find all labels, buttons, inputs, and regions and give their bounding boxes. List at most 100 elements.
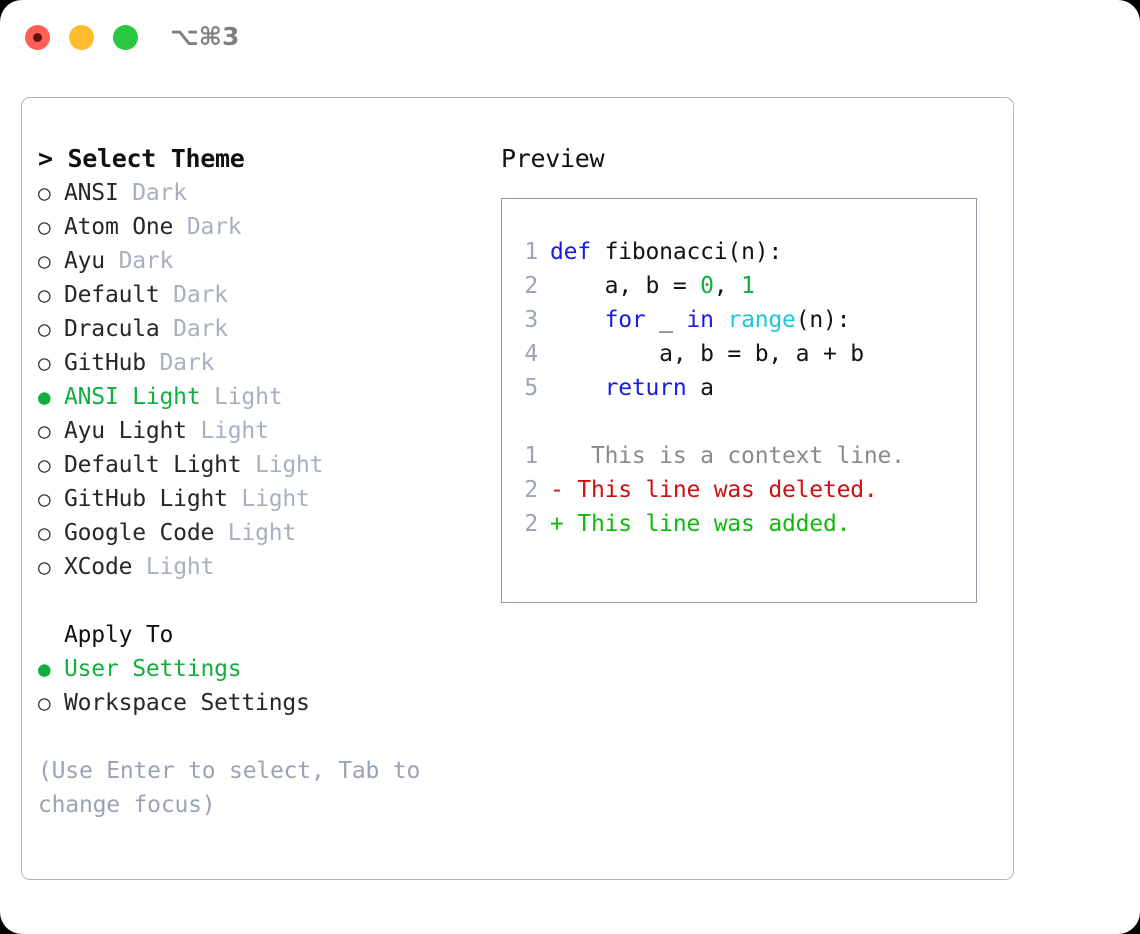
theme-option-name: Dracula — [64, 316, 160, 342]
theme-option-dracula[interactable]: ○ Dracula Dark — [38, 312, 478, 346]
code-token: 1 — [741, 273, 755, 299]
select-theme-header: > Select Theme — [38, 144, 245, 173]
line-number: 3 — [524, 307, 538, 333]
code-line: 4 a, b = b, a + b — [514, 337, 972, 371]
minimize-button[interactable] — [69, 25, 94, 50]
radio-unselected-icon: ○ — [38, 453, 51, 477]
radio-selected-icon: ● — [38, 657, 51, 681]
apply-to-option-name: User Settings — [64, 656, 242, 682]
code-line: 3 for _ in range(n): — [514, 303, 972, 337]
theme-option-name: ANSI — [64, 180, 119, 206]
code-token: _ — [645, 307, 687, 333]
diff-sample: 1 This is a context line. 2 - This line wa… — [514, 439, 972, 541]
code-token: in — [686, 307, 714, 333]
theme-option-name: GitHub — [64, 350, 146, 376]
theme-option-ansi-light[interactable]: ●ANSI Light Light — [38, 380, 478, 414]
apply-to-option-workspace-settings[interactable]: ○ Workspace Settings — [38, 686, 478, 720]
diff-line: 1 This is a context line. — [514, 439, 972, 473]
theme-option-kind: Light — [214, 520, 297, 546]
window-controls — [25, 25, 138, 50]
code-token: def — [550, 239, 605, 265]
theme-option-default-light[interactable]: ○Default Light Light — [38, 448, 478, 482]
theme-option-kind: Light — [132, 554, 215, 580]
theme-option-kind: Light — [227, 486, 310, 512]
maximize-button[interactable] — [113, 25, 138, 50]
line-number: 2 — [524, 477, 538, 503]
line-number: 4 — [524, 341, 538, 367]
line-number: 1 — [524, 443, 538, 469]
code-line: 2 a, b = 0, 1 — [514, 269, 972, 303]
code-token — [550, 375, 605, 401]
theme-option-github[interactable]: ○GitHub Dark — [38, 346, 478, 380]
code-token: , — [713, 273, 742, 299]
code-line: 1 def fibonacci(n): — [514, 235, 972, 269]
theme-option-kind: Dark — [159, 316, 228, 342]
close-button[interactable] — [25, 25, 50, 50]
radio-unselected-icon: ○ — [38, 487, 51, 511]
main-panel: > Select Theme ○ANSI Dark○Atom One Dark○… — [21, 97, 1014, 880]
theme-option-name: Atom One — [64, 214, 174, 240]
radio-unselected-icon: ○ — [38, 351, 51, 375]
code-token: return — [604, 375, 687, 401]
code-token: range — [727, 307, 796, 333]
diff-line-text: This is a context line. — [550, 443, 905, 469]
diff-line-text: - This line was deleted. — [550, 477, 878, 503]
radio-unselected-icon: ○ — [38, 283, 51, 307]
theme-option-name: Ayu — [64, 248, 105, 274]
theme-option-kind: Dark — [173, 214, 242, 240]
theme-option-name: Google Code — [64, 520, 215, 546]
radio-unselected-icon: ○ — [38, 521, 51, 545]
theme-option-list[interactable]: ○ANSI Dark○Atom One Dark○Ayu Dark○Defaul… — [38, 176, 478, 584]
list-spacer — [38, 584, 478, 618]
diff-line-text: + This line was added. — [550, 511, 851, 537]
code-token: a, b = — [550, 273, 701, 299]
radio-unselected-icon: ○ — [38, 249, 51, 273]
theme-option-xcode[interactable]: ○ XCode Light — [38, 550, 478, 584]
theme-option-name: GitHub Light — [64, 486, 228, 512]
code-line: 5 return a — [514, 371, 972, 405]
line-number: 1 — [524, 239, 538, 265]
title-bar: ⌥⌘3 — [0, 0, 1140, 78]
keyboard-hint-text: (Use Enter to select, Tab to change focu… — [38, 758, 421, 818]
keyboard-shortcut-label: ⌥⌘3 — [170, 22, 240, 51]
theme-option-github-light[interactable]: ○ GitHub Light Light — [38, 482, 478, 516]
code-token: 0 — [700, 273, 714, 299]
code-token: a, b = b, a + b — [550, 341, 864, 367]
theme-option-name: XCode — [64, 554, 133, 580]
diff-line: 2 - This line was deleted. — [514, 473, 972, 507]
theme-option-atom-one[interactable]: ○ Atom One Dark — [38, 210, 478, 244]
theme-option-kind: Dark — [104, 248, 174, 274]
apply-to-option-user-settings[interactable]: ● User Settings — [38, 652, 478, 686]
code-token: (n): — [795, 307, 851, 333]
diff-line: 2+ This line was added. — [514, 507, 972, 541]
theme-option-kind: Light — [200, 384, 283, 410]
theme-option-ansi[interactable]: ○ ANSI Dark — [38, 176, 478, 210]
apply-to-option-list[interactable]: ● User Settings ○ Workspace Settings — [38, 652, 478, 720]
radio-unselected-icon: ○ — [38, 691, 51, 715]
theme-option-ayu[interactable]: ○ Ayu Dark — [38, 244, 478, 278]
theme-option-name: Default Light — [64, 452, 242, 478]
apply-to-header: Apply To — [64, 622, 174, 648]
radio-unselected-icon: ○ — [38, 215, 51, 239]
theme-option-name: Ayu Light — [64, 418, 187, 444]
preview-header: Preview — [501, 144, 605, 173]
theme-option-google-code[interactable]: ○ Google Code Light — [38, 516, 478, 550]
code-token — [714, 307, 728, 333]
radio-selected-icon: ● — [38, 385, 51, 409]
line-number: 2 — [524, 273, 538, 299]
radio-unselected-icon: ○ — [38, 317, 51, 341]
apply-to-option-name: Workspace Settings — [64, 690, 310, 716]
code-token — [550, 307, 605, 333]
code-token: fibonacci(n): — [604, 239, 783, 265]
radio-unselected-icon: ○ — [38, 181, 51, 205]
radio-unselected-icon: ○ — [38, 555, 51, 579]
code-token: a — [686, 375, 714, 401]
theme-option-default[interactable]: ○Default Dark — [38, 278, 478, 312]
theme-option-kind: Dark — [118, 180, 187, 206]
theme-selector-column: > Select Theme ○ANSI Dark○Atom One Dark○… — [38, 142, 478, 822]
theme-option-ayu-light[interactable]: ○Ayu Light Light — [38, 414, 478, 448]
